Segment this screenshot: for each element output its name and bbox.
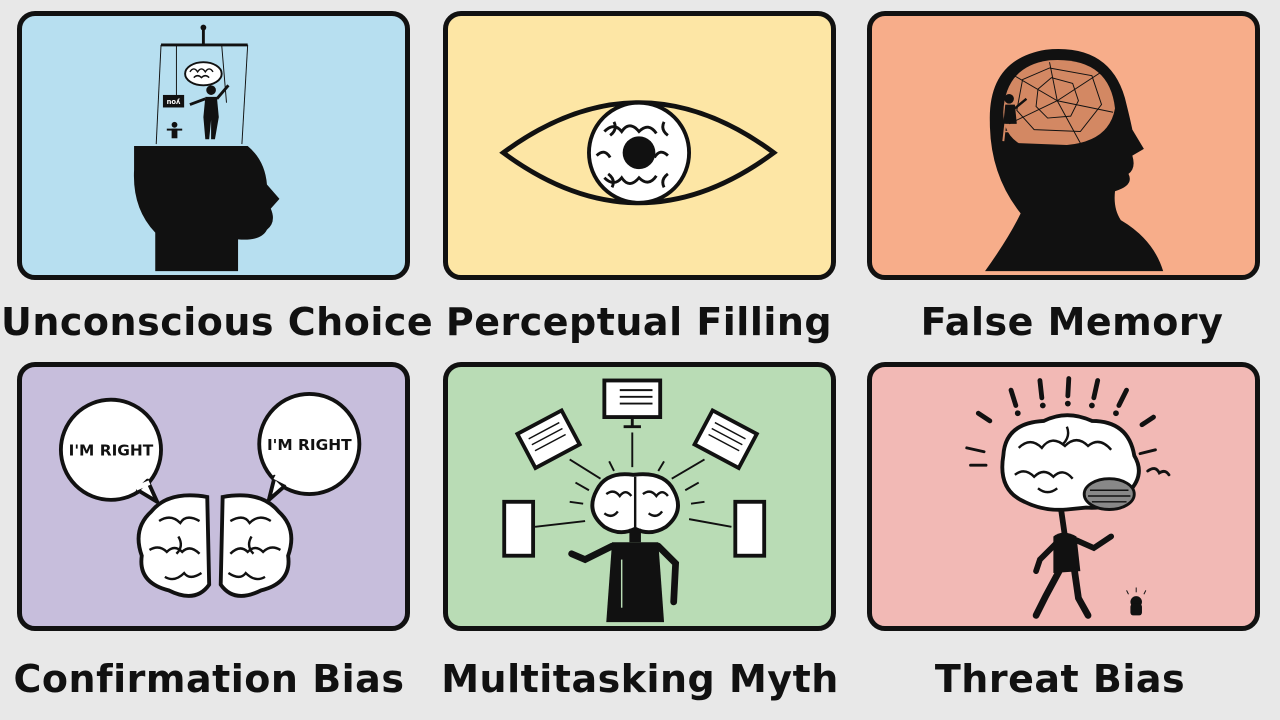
panel-threat-bias [867,362,1260,631]
caption-unconscious-choice: Unconscious Choice [1,300,434,344]
split-brain-illustration: I'M RIGHT I'M RIGHT [58,392,362,598]
panel-unconscious-choice: noʎ [17,11,410,280]
caption-threat-bias: Threat Bias [934,657,1186,701]
cobweb-head-illustration [985,49,1164,272]
left-bubble-text: I'M RIGHT [69,442,154,460]
panel-confirmation-bias: I'M RIGHT I'M RIGHT [17,362,410,631]
panel-perceptual-filling [443,11,836,280]
caption-perceptual-filling: Perceptual Filling [445,300,833,344]
panel-false-memory [867,11,1260,280]
sign-text: noʎ [167,98,181,106]
caption-multitasking-myth: Multitasking Myth [441,657,839,701]
caption-confirmation-bias: Confirmation Bias [13,657,405,701]
panel-multitasking-myth [443,362,836,631]
right-bubble-text: I'M RIGHT [267,436,352,454]
eye-brain-illustration [499,100,778,206]
caption-false-memory: False Memory [920,300,1224,344]
screens-brain-illustration [502,378,767,623]
scared-brain-illustration [965,376,1171,619]
puppeteer-head-illustration: noʎ [133,24,280,272]
